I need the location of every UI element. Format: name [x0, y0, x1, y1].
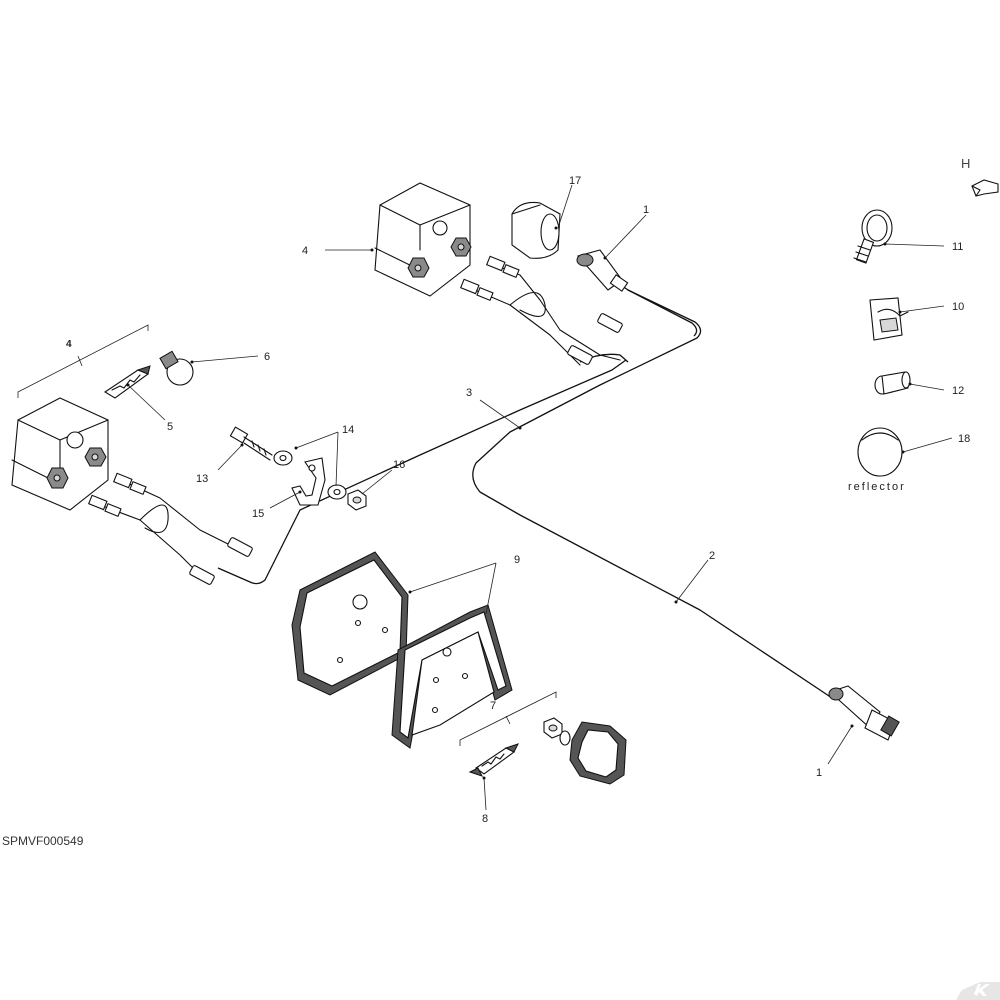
callout-13: 13: [196, 473, 208, 485]
rear-lamp-housing-top: [374, 182, 472, 297]
callout-5: 5: [167, 421, 173, 433]
rear-lamp-housing-left: [11, 397, 109, 511]
small-lamp-nut: [543, 717, 571, 746]
view-direction-arrow-icon: H: [961, 156, 999, 197]
callout-16: 16: [393, 459, 405, 471]
washer-bottom: [327, 484, 347, 500]
leader-lines: [126, 184, 953, 811]
callout-15: 15: [252, 508, 264, 520]
round-reflector: [857, 427, 903, 477]
mounting-plate-front: [291, 551, 409, 696]
drawing-id: SPMVF000549: [2, 834, 84, 848]
plug-connector-bottom: [828, 685, 900, 741]
callout-3: 3: [466, 387, 472, 399]
cable-clamp: [869, 297, 909, 341]
callout-6: 6: [264, 351, 270, 363]
mounting-plate-bracket: [391, 604, 513, 749]
callout-10: 10: [952, 301, 964, 313]
festoon-bulb: [103, 365, 151, 399]
main-harness-cable: [472, 275, 836, 701]
callout-18: 18: [958, 433, 970, 445]
callout-12: 12: [952, 385, 964, 397]
callout-labels: 4 17 1 4 6 5 3 14 13 16 15 9 2 7 8 1 11 …: [66, 175, 970, 825]
brand-logo-icon: [956, 982, 1000, 1000]
washer-top: [273, 450, 293, 466]
callout-17: 17: [569, 175, 581, 187]
hex-nut: [347, 489, 367, 511]
callout-11: 11: [952, 241, 963, 253]
branch-cable-left: [217, 353, 629, 585]
group-bracket-4: [17, 324, 149, 398]
callout-7: 7: [490, 700, 496, 712]
group-bracket-7: [459, 691, 557, 746]
callout-2: 2: [709, 550, 715, 562]
lamp-cap: [511, 201, 561, 259]
callout-14: 14: [342, 424, 354, 436]
mounting-bolt: [229, 426, 273, 461]
callout-1-top: 1: [643, 204, 649, 216]
callout-1-bottom: 1: [816, 767, 822, 779]
callout-4-left: 4: [66, 339, 72, 350]
view-letter: H: [961, 156, 970, 171]
reflector-label: reflector: [848, 481, 906, 493]
small-festoon-bulb: [468, 743, 519, 777]
wire-connectors-left: [87, 472, 253, 585]
plug-connector-top: [576, 249, 629, 292]
wire-connector-sleeve: [874, 371, 911, 395]
small-lamp-body: [569, 721, 627, 785]
mounting-bracket: [291, 457, 326, 506]
indicator-bulb: [159, 350, 194, 386]
wire-connectors-top: [459, 255, 623, 366]
cable-tie-clip: [853, 209, 893, 264]
callout-4-top: 4: [302, 245, 308, 257]
callout-9: 9: [514, 554, 520, 566]
callout-8: 8: [482, 813, 488, 825]
